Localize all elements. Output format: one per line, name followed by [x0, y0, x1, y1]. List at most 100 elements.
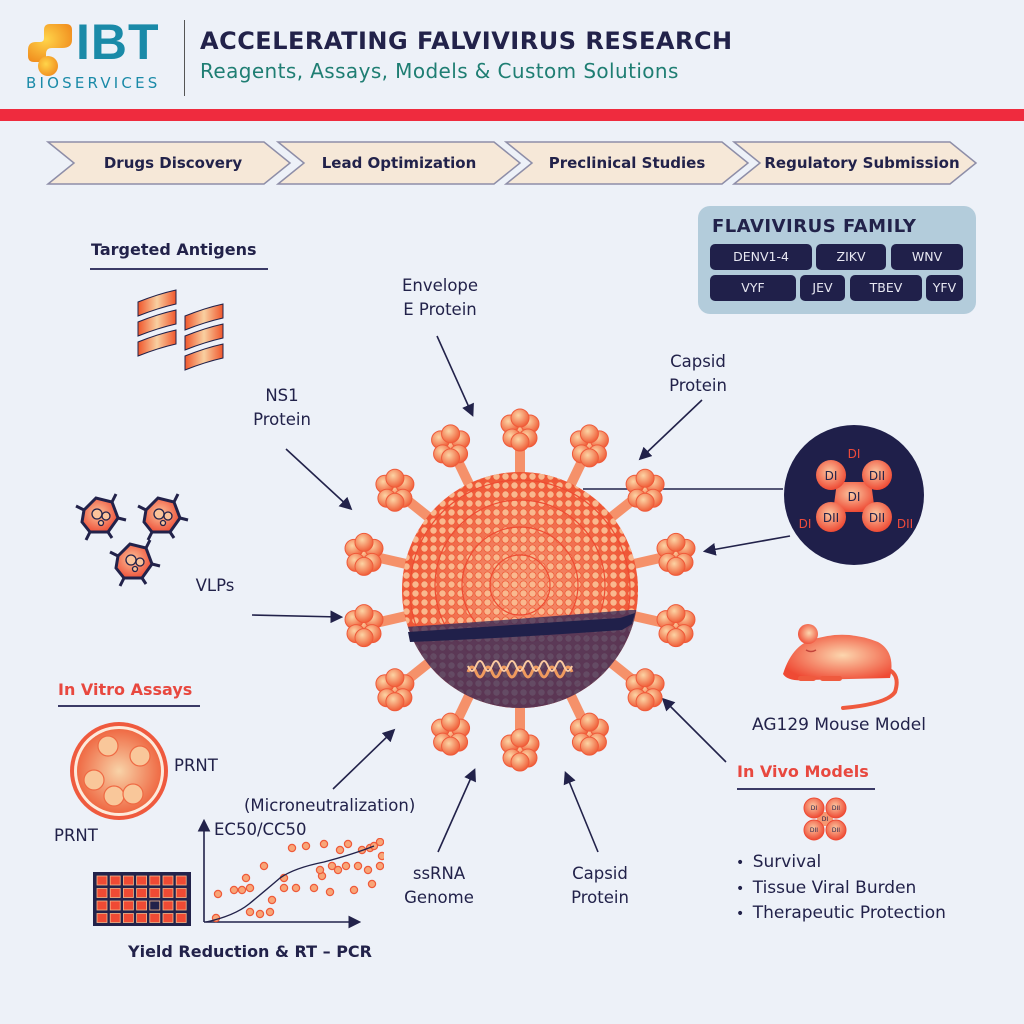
- helix-antigen-icon: [137, 289, 224, 371]
- scatter-point: [327, 861, 337, 871]
- scatter-point: [245, 883, 255, 893]
- scatter-point: [343, 839, 353, 849]
- label-line: ssRNA: [412, 864, 466, 883]
- capsid-protein-top-label: Capsid Protein: [648, 350, 748, 398]
- plate-well: [109, 900, 121, 911]
- domain-outer-label: DII: [897, 517, 913, 531]
- spike-head-bead: [579, 736, 599, 756]
- plate-well: [96, 913, 108, 923]
- spike-head-bead: [579, 448, 599, 468]
- virus-pill-vyf: VYF: [710, 275, 796, 301]
- scatter-point: [245, 907, 255, 917]
- plate-well: [149, 913, 161, 923]
- scatter-point: [333, 865, 343, 875]
- spike-head-bead: [635, 692, 655, 712]
- domain-mini-label: DII: [810, 827, 818, 834]
- domain-mini-label: DII: [832, 805, 840, 812]
- plate-well: [122, 913, 134, 923]
- plate-well: [149, 888, 161, 898]
- scatter-point: [301, 841, 311, 851]
- dose-response-scatter: [205, 838, 384, 923]
- scatter-point: [377, 851, 384, 861]
- virus-pill-denv: DENV1-4: [710, 244, 812, 270]
- plate-well: [96, 900, 108, 911]
- arrow-ns1: [285, 448, 353, 511]
- scatter-point: [267, 895, 277, 905]
- spike-head-bead: [635, 668, 655, 688]
- spike-head-bead: [666, 604, 686, 624]
- spike-head-bead: [354, 604, 374, 624]
- prnt-label-left: PRNT: [54, 826, 98, 845]
- vlp-particles-icon: [75, 493, 189, 587]
- pipeline-step-drugs-discovery: Drugs Discovery: [46, 141, 292, 185]
- virus-pill-jev: JEV: [800, 275, 845, 301]
- scatter-point: [375, 861, 384, 871]
- spike-head-bead: [354, 532, 374, 552]
- scatter-point: [353, 861, 363, 871]
- header-divider: [184, 20, 185, 96]
- arrow-microneutralization: [332, 728, 396, 790]
- scatter-point: [309, 883, 319, 893]
- spike-head-bead: [385, 692, 405, 712]
- mouse-model-label: AG129 Mouse Model: [752, 715, 926, 735]
- arrow-envelope: [436, 335, 474, 417]
- flavivirus-family-title: FLAVIVIRUS FAMILY: [712, 216, 917, 237]
- capsid-protein-bottom-label: Capsid Protein: [550, 862, 650, 910]
- plate-well: [175, 913, 187, 923]
- header-red-bar: [0, 109, 1024, 121]
- plate-well: [109, 913, 121, 923]
- in-vitro-assays-title: In Vitro Assays: [58, 680, 193, 699]
- arrow-in-vivo: [661, 697, 727, 763]
- label-line: Protein: [669, 376, 727, 395]
- prnt-label-right: PRNT: [174, 756, 218, 775]
- spike-head-bead: [635, 492, 655, 512]
- virus-pill-tbev: TBEV: [850, 275, 922, 301]
- logo: [24, 22, 74, 78]
- scatter-point: [335, 845, 345, 855]
- vlps-label: VLPs: [195, 576, 235, 595]
- in-vivo-models-title: In Vivo Models: [737, 762, 869, 781]
- plate-well: [109, 875, 121, 886]
- scatter-point: [229, 885, 239, 895]
- domain-inner-label: DI: [848, 490, 861, 504]
- plate-well: [96, 888, 108, 898]
- spike-head-bead: [666, 628, 686, 648]
- plate-well: [162, 900, 174, 911]
- dose-response-curve: [205, 845, 375, 923]
- in-vitro-underline: [58, 705, 200, 707]
- domain-inner-label: DII: [869, 469, 885, 483]
- page-title: ACCELERATING FALVIVIRUS RESEARCH: [200, 27, 733, 55]
- scatter-point: [319, 839, 329, 849]
- spike-head-bead: [635, 468, 655, 488]
- rna-helix: [466, 660, 574, 679]
- plate-well: [109, 888, 121, 898]
- scatter-point: [291, 883, 301, 893]
- spike-head-bead: [441, 736, 461, 756]
- pipeline-step-preclinical-studies: Preclinical Studies: [504, 141, 750, 185]
- domain-mini-icon: DI DII DI DII DII: [803, 797, 847, 841]
- plate-well: [162, 875, 174, 886]
- virus-pill-yfv: YFV: [926, 275, 963, 301]
- spike-head-bead: [385, 668, 405, 688]
- spike-head-bead: [510, 728, 530, 748]
- domain-inner-label: DII: [869, 511, 885, 525]
- label-line: NS1: [265, 386, 299, 405]
- targeted-antigens-underline: [90, 268, 268, 270]
- virus-pill-wnv: WNV: [891, 244, 963, 270]
- spike-head-bead: [441, 448, 461, 468]
- e-protein-domain-diagram: DI DI DII DI DII DI DII DII: [784, 425, 924, 565]
- pipeline-step-lead-optimization: Lead Optimization: [276, 141, 522, 185]
- plate-well: [149, 900, 161, 911]
- spike-head-bead: [666, 532, 686, 552]
- scatter-point: [287, 843, 297, 853]
- flavivirus-particle-illustration: [344, 408, 696, 772]
- scatter-point: [241, 873, 251, 883]
- scatter-point: [341, 861, 351, 871]
- scatter-point: [213, 889, 223, 899]
- bullet-item: Tissue Viral Burden: [736, 876, 946, 902]
- label-line: E Protein: [403, 300, 477, 319]
- logo-subtext: BIOSERVICES: [26, 74, 161, 92]
- domain-inner-label: DII: [823, 511, 839, 525]
- ns1-protein-label: NS1 Protein: [232, 384, 332, 432]
- page-subtitle: Reagents, Assays, Models & Custom Soluti…: [200, 59, 679, 83]
